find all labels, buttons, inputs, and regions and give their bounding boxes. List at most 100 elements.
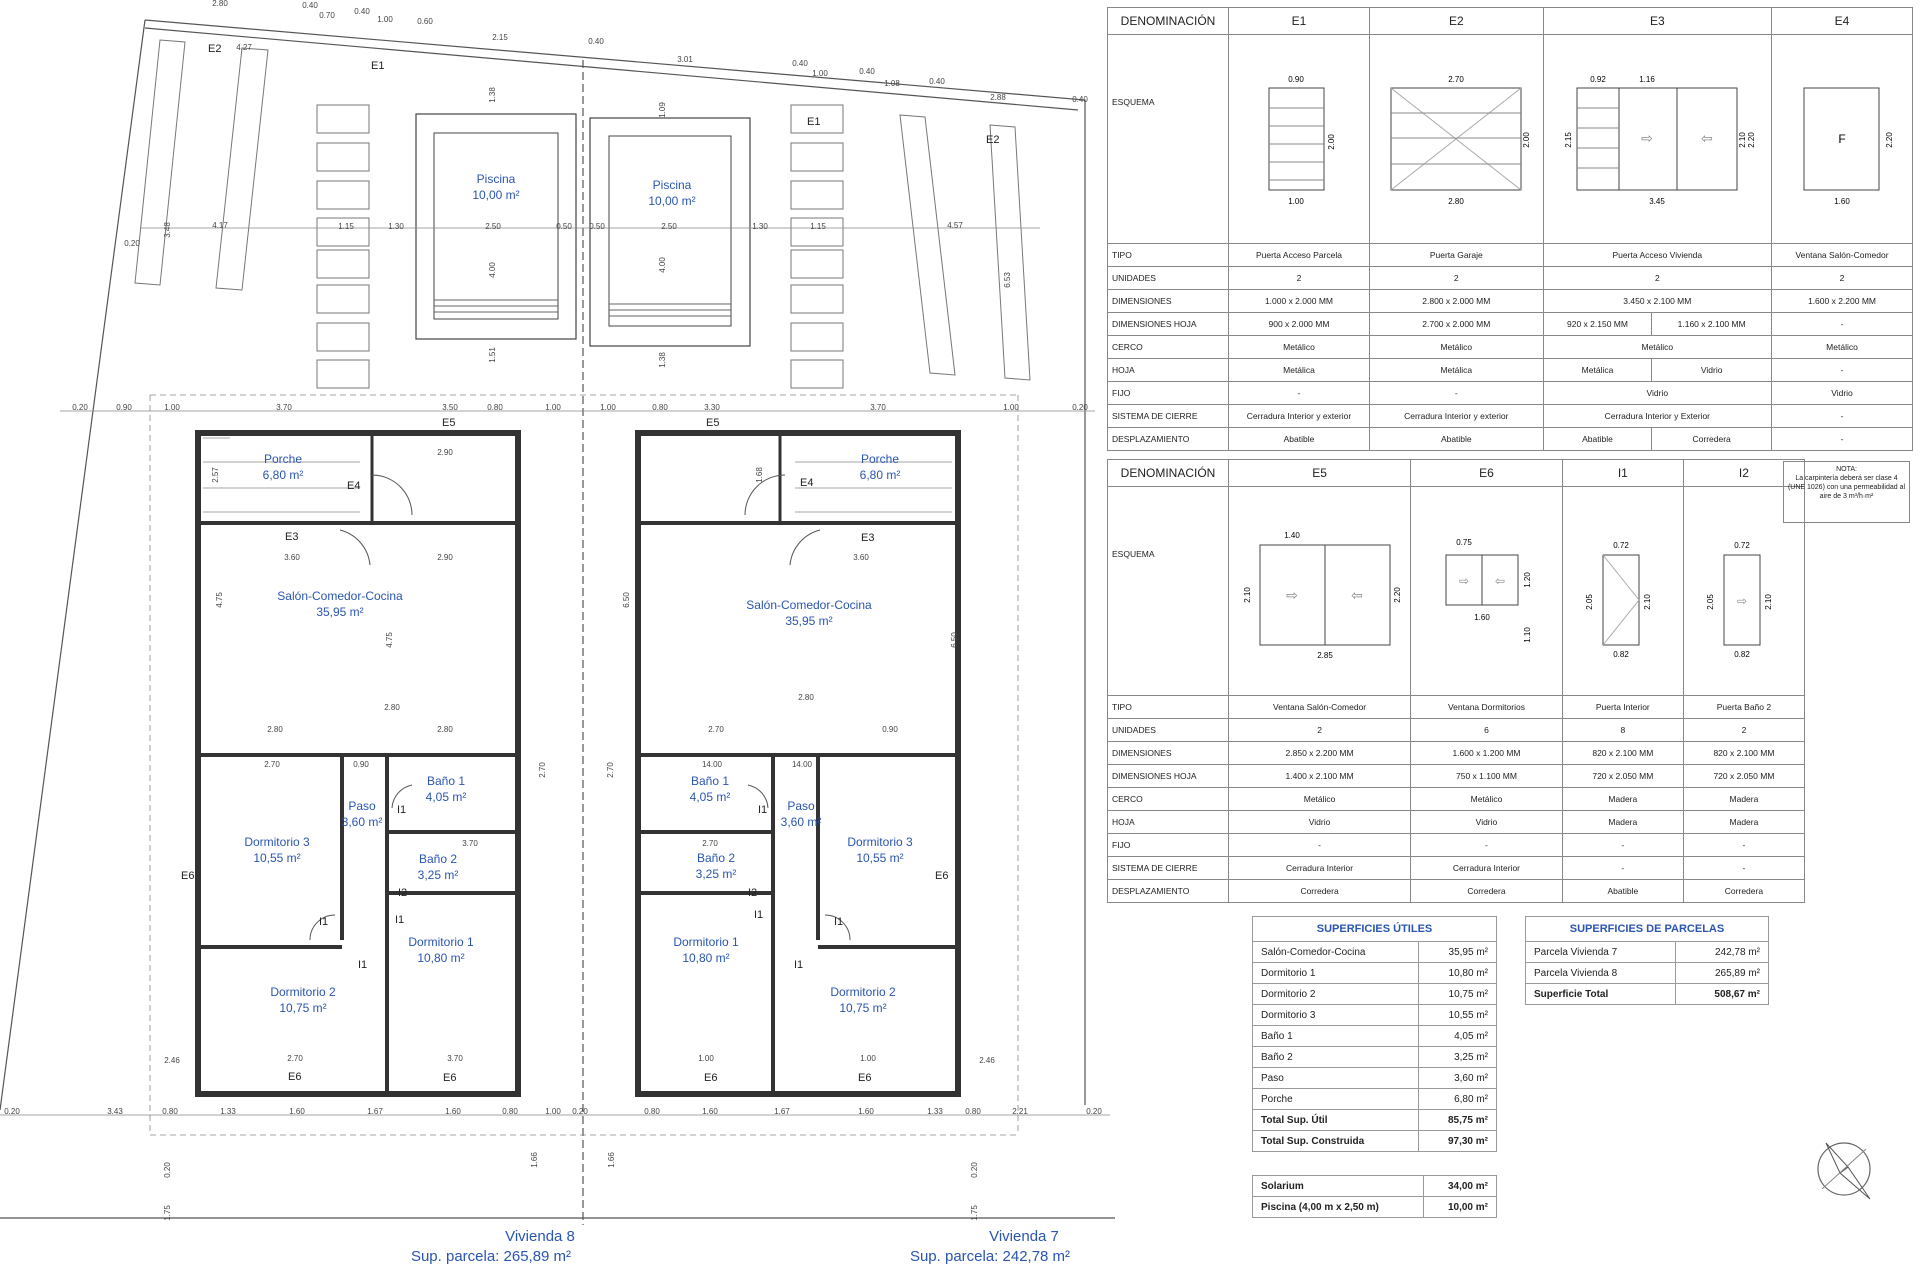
- dimension-label: 0.20: [4, 1107, 20, 1116]
- svg-text:1.20: 1.20: [1523, 572, 1532, 588]
- label-e4-left: E4: [347, 480, 360, 492]
- dimension-label: 1.60: [702, 1107, 718, 1116]
- dimension-label: 1.38: [488, 87, 497, 103]
- util-name: Dormitorio 1: [1251, 962, 1420, 984]
- cell-dimensiones-e1: 1.000 x 2.000 MM: [1228, 289, 1370, 313]
- parcel-lines: [0, 19, 1115, 1225]
- dimension-label: 0.20: [72, 403, 88, 412]
- cell2-unidades-i2: 2: [1682, 718, 1806, 742]
- svg-text:2.00: 2.00: [1327, 134, 1336, 150]
- pool-left-name: Piscina: [477, 172, 516, 186]
- superficie-total-value: 508,67 m²: [1674, 983, 1770, 1005]
- dimension-label: 6.50: [622, 592, 631, 608]
- dimension-label: 2.46: [979, 1056, 995, 1065]
- dimension-label: 1.66: [530, 1152, 539, 1168]
- dimension-label: 0.80: [965, 1107, 981, 1116]
- dimension-label: 0.20: [970, 1162, 979, 1178]
- svg-text:2.15: 2.15: [1564, 132, 1573, 148]
- util-value: 10,80 m²: [1418, 962, 1497, 984]
- dimension-label: 0.70: [319, 11, 335, 20]
- cell-hoja-e2: Metálica: [1368, 358, 1544, 382]
- util-name: Dormitorio 2: [1251, 983, 1420, 1005]
- dimension-label: 6.50: [950, 632, 959, 648]
- cell2-hoja-i1: Madera: [1561, 810, 1684, 834]
- dimension-label: 1.60: [858, 1107, 874, 1116]
- dimension-label: 1.33: [220, 1107, 236, 1116]
- cell-despl-e3b: Corredera: [1651, 427, 1772, 451]
- dimension-label: 0.20: [1086, 1107, 1102, 1116]
- room-dormitorio1-left-area: 10,80 m²: [417, 951, 464, 965]
- room-dormitorio3-left: Dormitorio 3: [244, 835, 310, 849]
- svg-text:0.92: 0.92: [1591, 75, 1607, 84]
- svg-text:⇨: ⇨: [1286, 587, 1298, 603]
- dimension-label: 2.57: [211, 467, 220, 483]
- nota-text: La carpintería deberá ser clase 4 (UNE 1…: [1787, 475, 1906, 500]
- cell-unidades-e2: 2: [1368, 266, 1544, 290]
- cell-tipo-e1: Puerta Acceso Parcela: [1228, 243, 1370, 267]
- room-bano1-left: Baño 1: [427, 774, 465, 788]
- label-i1-g: I1: [358, 959, 367, 971]
- room-dormitorio1-right: Dormitorio 1: [673, 935, 739, 949]
- dimension-label: 0.80: [487, 403, 503, 412]
- dimension-label: 0.40: [354, 7, 370, 16]
- room-salon-left: Salón-Comedor-Cocina: [277, 589, 403, 603]
- dimension-label: 1.67: [367, 1107, 383, 1116]
- dimension-label: 1.75: [163, 1205, 172, 1221]
- row-label-desplazamiento: DESPLAZAMIENTO: [1107, 427, 1229, 451]
- row-label-cerco: CERCO: [1107, 335, 1229, 359]
- cell2-despl-e5: Corredera: [1227, 879, 1412, 903]
- house-vivienda-8: [195, 430, 521, 1097]
- label-i1-c: I1: [319, 916, 328, 928]
- cell2-cerco-i2: Madera: [1682, 787, 1806, 811]
- row2-label-dimensiones-hoja: DIMENSIONES HOJA: [1107, 764, 1229, 788]
- cell-hoja-e3a: Metálica: [1542, 358, 1653, 382]
- col-header-e1: E1: [1228, 7, 1370, 35]
- svg-text:0.90: 0.90: [1288, 75, 1304, 84]
- dimension-label: 2.15: [492, 33, 508, 42]
- cell2-hoja-e6: Vidrio: [1410, 810, 1563, 834]
- label-i1-f: I1: [754, 909, 763, 921]
- schematic-i1: 0.72 2.05 2.10 0.82: [1561, 486, 1684, 696]
- superficies-parcelas-title: SUPERFICIES DE PARCELAS: [1525, 916, 1769, 942]
- label-e6-right-2: E6: [858, 1072, 871, 1084]
- cell-cerco-e4: Metálico: [1771, 335, 1913, 359]
- dimension-label: 2.80: [212, 0, 228, 8]
- dimension-label: 3.70: [870, 403, 886, 412]
- dimension-label: 3.60: [284, 553, 300, 562]
- dimension-label: 1.00: [164, 403, 180, 412]
- room-porche-right-area: 6,80 m²: [860, 468, 901, 482]
- cell2-despl-e6: Corredera: [1410, 879, 1563, 903]
- cell-cierre-e2: Cerradura Interior y exterior: [1368, 404, 1544, 428]
- dimension-label: 1.51: [488, 347, 497, 363]
- cell2-cierre-e5: Cerradura Interior: [1227, 856, 1412, 880]
- room-labels-left: Porche 6,80 m² Salón-Comedor-Cocina 35,9…: [244, 452, 474, 1015]
- svg-text:2.20: 2.20: [1747, 132, 1756, 148]
- cell2-despl-i1: Abatible: [1561, 879, 1684, 903]
- cell-hoja-dim-e3a: 920 x 2.150 MM: [1542, 312, 1653, 336]
- cell-tipo-e3: Puerta Acceso Vivienda: [1542, 243, 1773, 267]
- dimension-label: 0.40: [792, 59, 808, 68]
- cell2-cerco-e5: Metálico: [1227, 787, 1412, 811]
- dimension-label: 2.70: [287, 1054, 303, 1063]
- superficies-utiles-title: SUPERFICIES ÚTILES: [1252, 916, 1497, 942]
- cell-dimensiones-e3: 3.450 x 2.100 MM: [1542, 289, 1773, 313]
- row2-label-unidades: UNIDADES: [1107, 718, 1229, 742]
- room-dormitorio2-left: Dormitorio 2: [270, 985, 336, 999]
- col-header-denominacion-2: DENOMINACIÓN: [1107, 459, 1229, 487]
- schematic-i2: ⇨ 0.72 2.05 2.10 0.82: [1682, 486, 1806, 696]
- cell2-cierre-e6: Cerradura Interior: [1410, 856, 1563, 880]
- util-value: 10,75 m²: [1418, 983, 1497, 1005]
- dimension-label: 4.27: [236, 43, 252, 52]
- cell-fijo-e4: Vidrio: [1771, 381, 1913, 405]
- dimension-label: 1.60: [289, 1107, 305, 1116]
- dimension-label: 1.00: [377, 15, 393, 24]
- dimension-label: 3.50: [442, 403, 458, 412]
- room-bano2-left-area: 3,25 m²: [418, 868, 459, 882]
- nota-title: NOTA:: [1836, 466, 1857, 473]
- cell2-fijo-i1: -: [1561, 833, 1684, 857]
- label-e5-left: E5: [442, 417, 455, 429]
- dimension-label: 2.80: [267, 725, 283, 734]
